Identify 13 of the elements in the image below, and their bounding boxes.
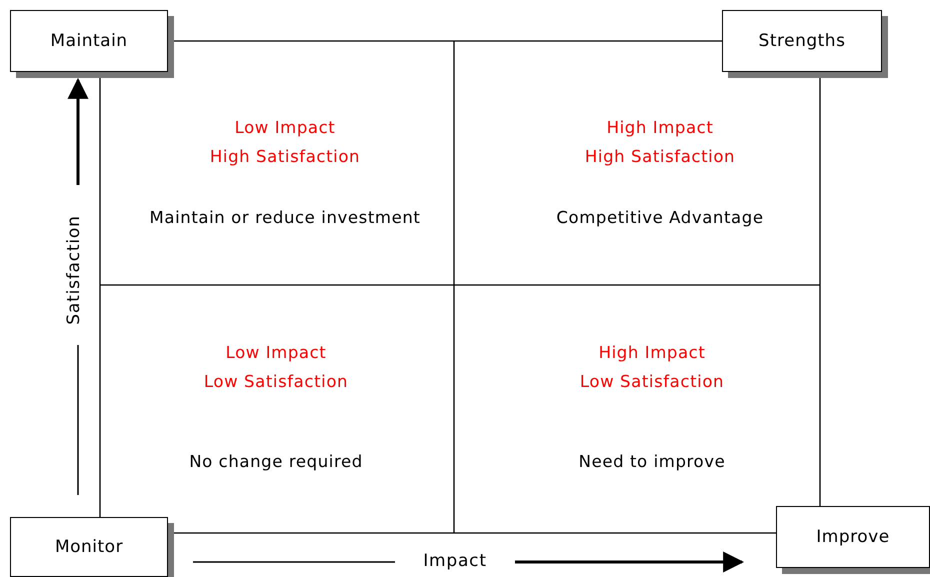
box-label: Maintain — [50, 31, 128, 51]
quadrant-description: Need to improve — [578, 451, 726, 473]
quadrant-description: Competitive Advantage — [555, 207, 765, 229]
quadrant-heading: High Impact High Satisfaction — [584, 117, 736, 168]
box-label: Monitor — [54, 537, 124, 557]
quadrant-heading: Low Impact High Satisfaction — [208, 117, 362, 168]
axis-label: Impact — [423, 551, 487, 571]
box-label: Improve — [816, 527, 890, 547]
box-label: Strengths — [758, 31, 846, 51]
quadrant-description: Maintain or reduce investment — [148, 207, 422, 229]
quadrant-heading: Low Impact Low Satisfaction — [202, 342, 350, 393]
quadrant-description: No change required — [188, 451, 364, 473]
quadrant-heading: High Impact Low Satisfaction — [578, 342, 726, 393]
